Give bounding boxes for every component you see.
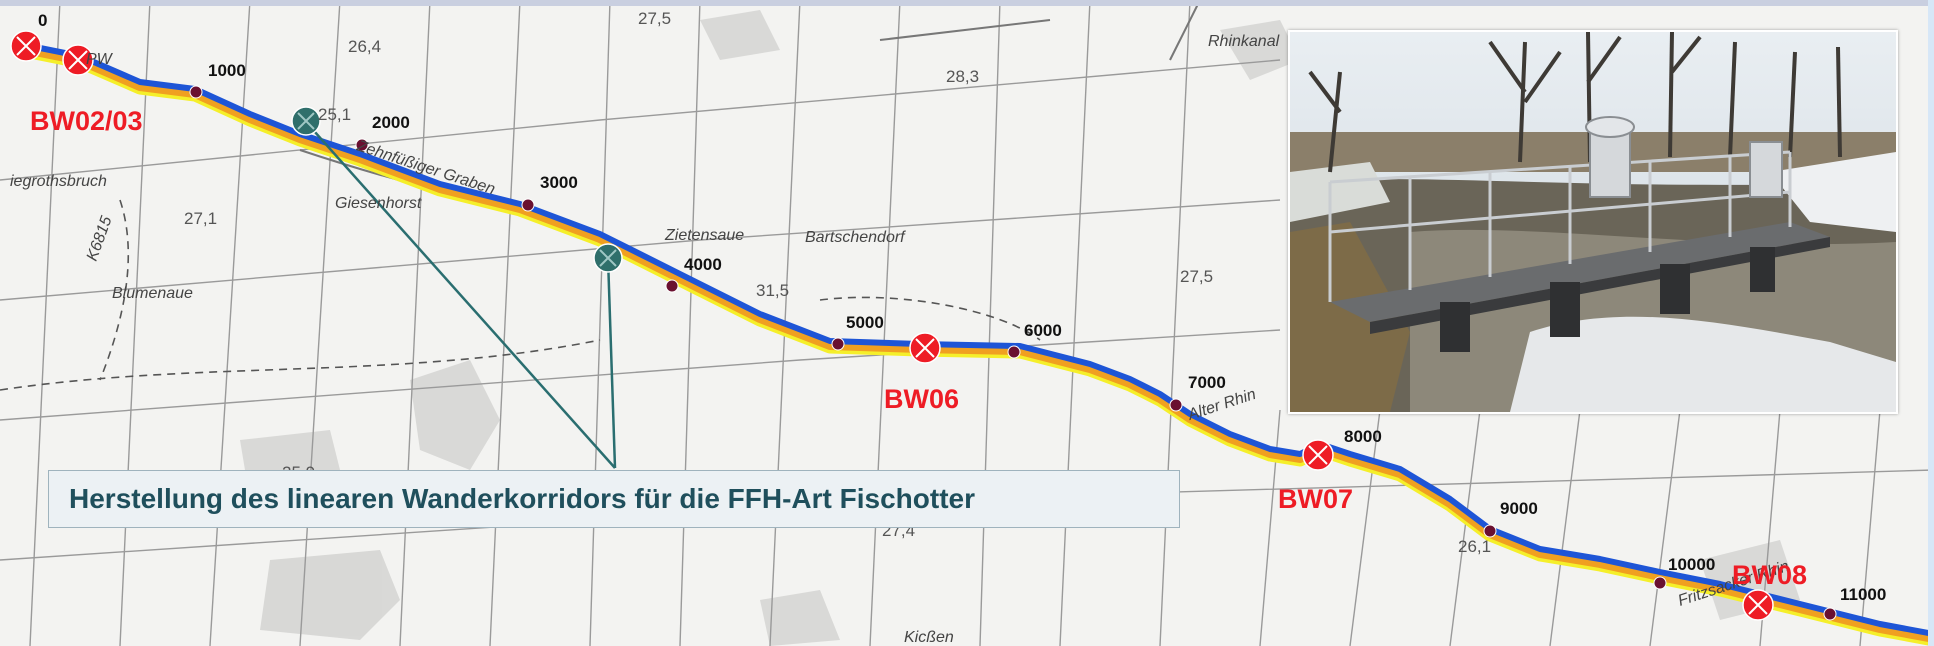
elevation-label: 27,5 — [1180, 267, 1213, 286]
callout-box: Herstellung des linearen Wanderkorridors… — [48, 470, 1180, 528]
chainage-label: 5000 — [846, 313, 884, 332]
chainage-marker — [1169, 398, 1183, 412]
chainage-label: 9000 — [1500, 499, 1538, 518]
chainage-label: 6000 — [1024, 321, 1062, 340]
chainage-marker — [355, 138, 369, 152]
elevation-label: 31,5 — [756, 281, 789, 300]
map-label: Kicßen — [904, 629, 954, 646]
chainage-label: 8000 — [1344, 427, 1382, 446]
chainage-marker — [521, 198, 535, 212]
elevation-label: 27,5 — [638, 9, 671, 28]
chainage-marker — [1007, 345, 1021, 359]
map-label: Giesenhorst — [335, 195, 422, 212]
map-label: Rhinkanal — [1208, 33, 1280, 50]
callout-text: Herstellung des linearen Wanderkorridors… — [69, 483, 975, 514]
map-label: PW — [86, 51, 114, 68]
chainage-label: 3000 — [540, 173, 578, 192]
structure-label: BW02/03 — [30, 106, 143, 136]
chainage-label: 10000 — [1668, 555, 1715, 574]
chainage-label: 11000 — [1840, 585, 1886, 604]
chainage-label: 1000 — [208, 61, 246, 80]
chainage-marker — [1823, 607, 1837, 621]
structure-label: BW06 — [884, 384, 959, 414]
right-border — [1928, 0, 1934, 646]
chainage-marker — [831, 337, 845, 351]
map-label: Blumenaue — [112, 285, 193, 302]
chainage-marker — [665, 279, 679, 293]
chainage-marker — [1483, 524, 1497, 538]
map-label: iegrothsbruch — [10, 173, 107, 190]
elevation-label: 25,1 — [318, 105, 351, 124]
elevation-label: 27,1 — [184, 209, 217, 228]
top-border — [0, 0, 1934, 6]
elevation-label: 26,4 — [348, 37, 381, 56]
structure-label: BW08 — [1732, 560, 1807, 590]
chainage-marker — [189, 85, 203, 99]
elevation-label: 26,1 — [1458, 537, 1491, 556]
chainage-label: 7000 — [1188, 373, 1226, 392]
map-label: Zietensaue — [664, 227, 744, 244]
map-label: Bartschendorf — [805, 229, 906, 246]
elevation-label: 28,3 — [946, 67, 979, 86]
structure-label: BW07 — [1278, 484, 1353, 514]
chainage-label: 2000 — [372, 113, 410, 132]
chainage-marker — [1653, 576, 1667, 590]
chainage-label: 0 — [38, 11, 47, 30]
weir-photo — [1288, 30, 1898, 414]
chainage-label: 4000 — [684, 255, 722, 274]
